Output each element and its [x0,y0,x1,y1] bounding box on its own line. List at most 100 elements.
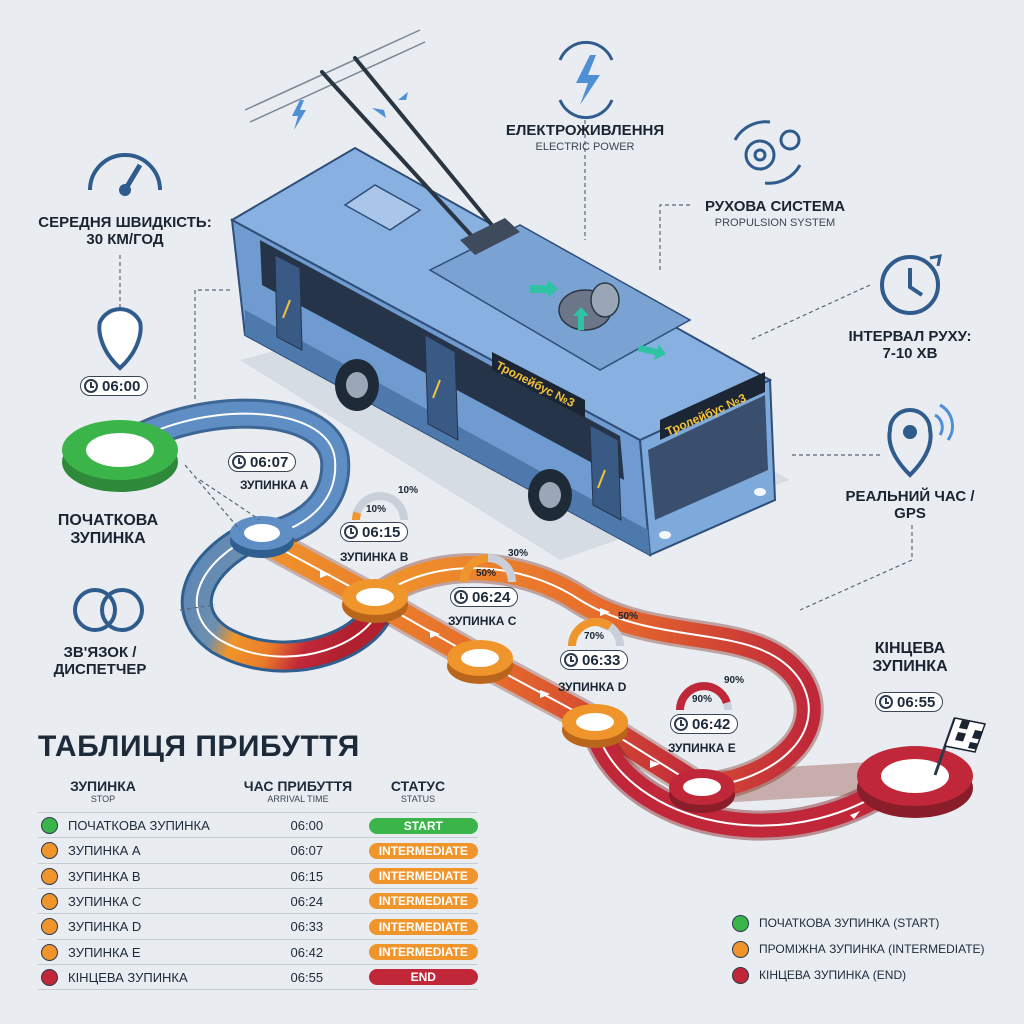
trolley-poles [320,56,502,247]
stop-cell: Початкова зупинка [68,818,210,833]
gauge-d-outer: 50% [618,611,639,622]
status-badge: END [368,969,478,986]
gauge-c-outer: 30% [508,548,529,559]
status-badge: INTERMEDIATE [368,944,478,960]
rings-icon [73,588,144,632]
legend-label: Кінцева зупинка (End) [759,968,907,982]
stop-cell: Зупинка D [68,919,142,935]
stop-name-a: Зупинка A [240,478,309,492]
bus-wheels [335,359,572,521]
time-chip-a: 06:07 [228,452,297,472]
time-cell: 06:42 [290,944,324,960]
stop-cell: Зупинка B [68,868,141,884]
gauge-fill [568,618,613,647]
speedometer-icon [88,153,162,196]
legend-label: Проміжна зупинка (Intermediate) [759,942,985,956]
legend-dot [732,940,749,958]
gauge-fill [460,554,489,583]
stop-start-disc[interactable] [62,420,178,492]
clock-icon [674,717,688,731]
status-badge: INTERMEDIATE [368,842,478,859]
stop-a-disc[interactable] [230,516,294,558]
route-start-label: Початкова зупинка [57,512,159,548]
comm-label: Зв'язок / Диспетчер [53,644,147,679]
status-dot [41,968,58,986]
stop-cell: Зупинка E [68,944,141,960]
status-dot [41,892,58,910]
table-row: Зупинка B 06:15 INTERMEDIATE [38,862,478,889]
gauge-d-inner: 70% [584,631,605,642]
clock-icon [879,695,893,709]
stop-cell: Зупинка A [68,843,141,859]
stop-cell: Зупинка C [68,893,142,909]
time-chip-start: 06:00 [80,376,149,396]
time-cell: 06:33 [290,919,324,935]
time-cell: 06:55 [290,969,324,985]
stop-name-c: Зупинка C [448,614,517,628]
leader-lines [119,120,913,611]
gauge-b-outer: 10% [398,485,419,496]
time-cell: 06:24 [290,893,324,909]
stop-cell: Кінцева зупинка [68,969,188,985]
stop-d-disc[interactable] [562,704,628,748]
time-chip-d: 06:33 [560,650,629,670]
status-badge: INTERMEDIATE [368,918,478,935]
clock-icon [454,590,468,604]
time-chip-c: 06:24 [450,587,519,607]
legend-item: Кінцева зупинка (End) [732,962,985,988]
status-badge: START [368,817,478,834]
gauge-c-inner: 50% [476,568,497,579]
status-badge: INTERMEDIATE [368,893,478,910]
header-status: СтатусStatus [390,778,446,804]
overhead-wires [244,29,426,123]
load-gauges [352,492,732,711]
table-row: Зупинка E 06:42 INTERMEDIATE [38,938,478,965]
route-arrows [320,570,860,819]
gears-icon [733,120,802,185]
lightning-icon [558,40,614,120]
stop-e-disc[interactable] [669,769,735,813]
route-end-label: Кінцева зупинка [872,640,948,676]
header-stop: ЗупинкаStop [70,778,136,804]
clock-icon [564,653,578,667]
header-time: Час прибуттяArrival Time [243,778,353,804]
clock-icon [344,525,358,539]
interval-label: Інтервал руху: 7-10 хв [848,328,972,363]
stop-b-disc[interactable] [342,579,408,623]
motor-icon [530,280,666,360]
table-row: Зупинка C 06:24 INTERMEDIATE [38,887,478,914]
gauge-fill [676,682,731,711]
stop-name-d: Зупинка D [558,680,627,694]
start-location-pin-icon [97,307,143,371]
gauge-b-inner: 10% [366,504,387,515]
status-badge: INTERMEDIATE [368,868,478,885]
status-dot [41,817,58,834]
propulsion-label: Рухова система Propulsion System [704,198,846,230]
time-cell: 06:07 [290,843,324,859]
table-divider [38,989,478,991]
arrival-table: Таблиця прибуття ЗупинкаStop Час прибутт… [38,730,488,991]
clock-refresh-icon [880,254,942,315]
trolleybus: Тролейбус №3 Тролейбус №3 [229,56,790,560]
time-cell: 06:15 [290,868,324,884]
stop-name-b: Зупинка B [340,550,409,564]
legend-item: Проміжна зупинка (Intermediate) [732,936,985,962]
legend-dot [732,914,749,932]
legend-dot [732,966,749,984]
time-chip-b: 06:15 [340,522,409,542]
legend-label: Початкова зупинка (Start) [759,916,940,930]
gauge-e-outer: 90% [724,675,745,686]
spark-icons [292,92,408,130]
stop-end-disc[interactable] [857,746,973,818]
stop-c-disc[interactable] [447,640,513,684]
status-dot [41,943,58,961]
clock-icon [84,379,98,393]
location-pin-icon [887,403,954,478]
status-dot [41,842,58,860]
stop-name-e: Зупинка E [668,741,736,755]
time-chip-end: 06:55 [875,692,944,712]
legend-item: Початкова зупинка (Start) [732,910,985,936]
table-title: Таблиця прибуття [38,730,360,763]
